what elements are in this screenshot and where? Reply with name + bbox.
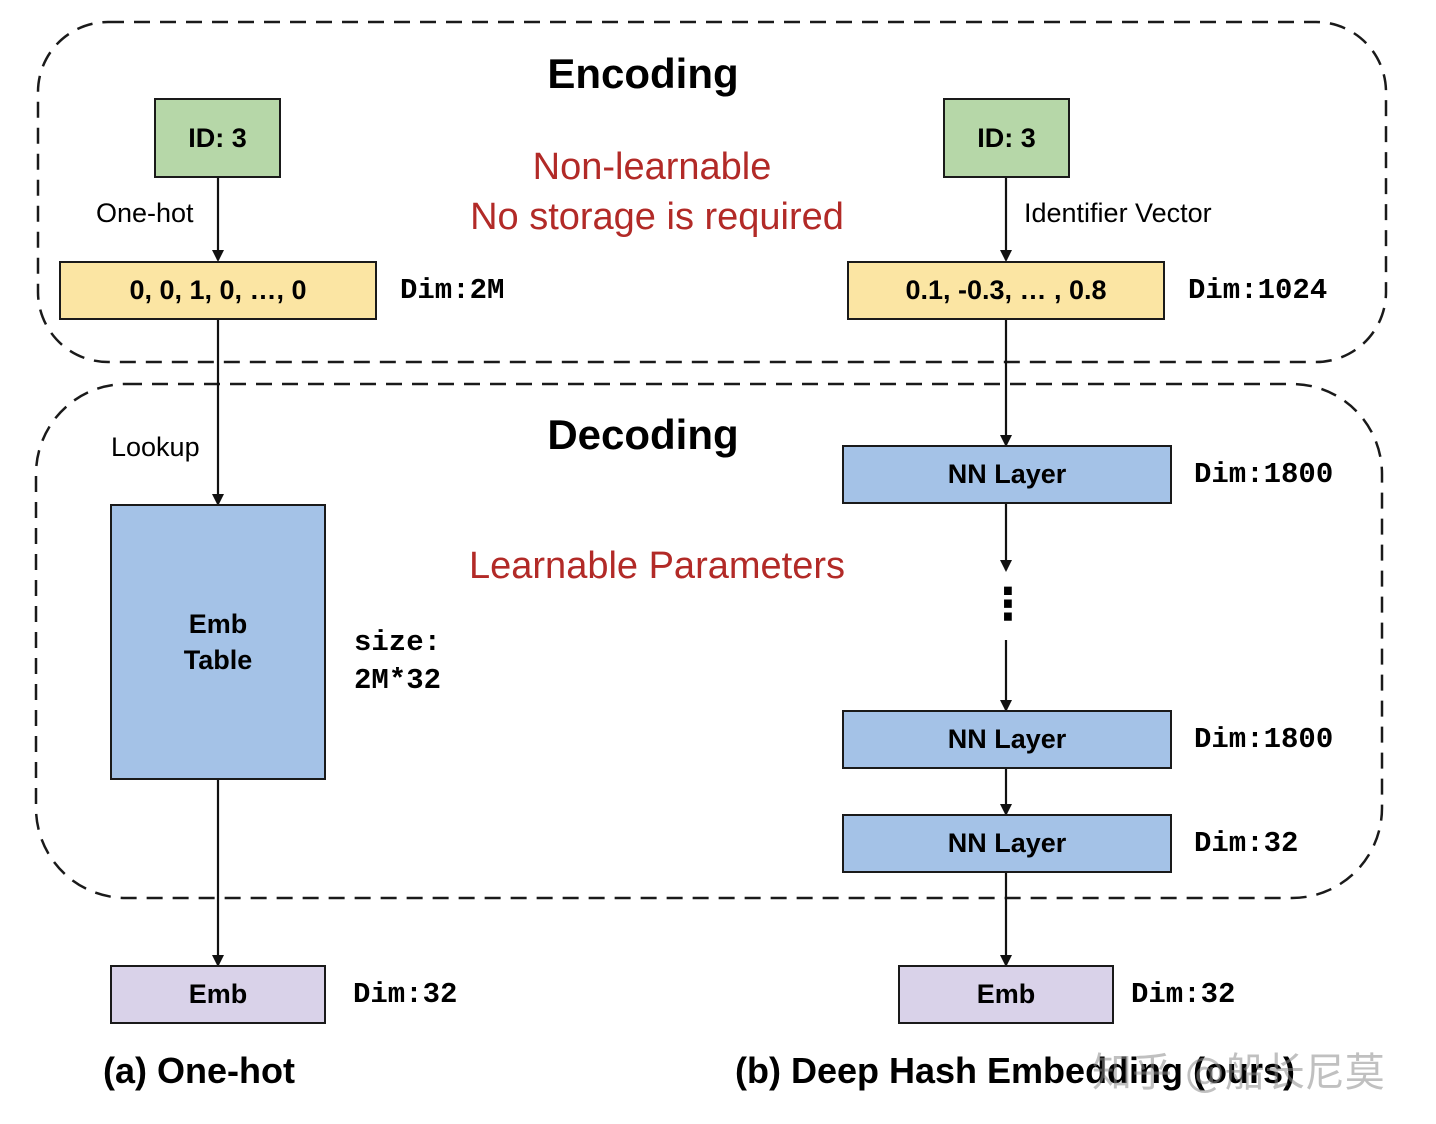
nn-layer-1-label: NN Layer [947, 459, 1067, 490]
caption-one-hot: (a) One-hot [103, 1050, 295, 1091]
watermark-text: 知乎 @船长尼莫 [1092, 1050, 1385, 1096]
emb-table-label-line2: Table [183, 645, 253, 675]
emb-table-size-value: 2M*32 [354, 664, 442, 697]
right-id-box: ID: 3 [943, 98, 1070, 178]
right-id-label: ID: 3 [977, 122, 1036, 153]
identifier-vector-edge-label: Identifier Vector [1024, 198, 1212, 228]
identifier-vector-label: 0.1, -0.3, … , 0.8 [905, 275, 1107, 306]
left-id-label: ID: 3 [188, 122, 247, 153]
right-emb-box: Emb [898, 965, 1114, 1024]
one-hot-vector-label: 0, 0, 1, 0, …, 0 [129, 275, 307, 306]
emb-table-label-line1: Emb [188, 608, 248, 639]
one-hot-edge-label: One-hot [96, 198, 194, 228]
left-emb-box: Emb [110, 965, 326, 1024]
non-learnable-note: Non-learnable [532, 146, 772, 188]
identifier-vector-box: 0.1, -0.3, … , 0.8 [847, 261, 1165, 320]
no-storage-note: No storage is required [470, 196, 844, 238]
left-emb-dim-label: Dim:32 [353, 978, 458, 1011]
nn-layer-2-dim-label: Dim:1800 [1194, 723, 1334, 756]
nn-layer-3-dim-label: Dim:32 [1194, 827, 1299, 860]
identifier-dim-label: Dim:1024 [1188, 274, 1328, 307]
nn-layer-1-dim-label: Dim:1800 [1194, 458, 1334, 491]
encoding-region [36, 20, 1388, 364]
decoding-title: Decoding [547, 411, 739, 458]
one-hot-dim-label: Dim:2M [400, 274, 505, 307]
nn-layer-2-label: NN Layer [947, 724, 1067, 755]
caption-deep-hash-embedding: (b) Deep Hash Embedding (ours) [735, 1050, 1296, 1091]
emb-table-size-label: size: [354, 626, 442, 659]
left-emb-label: Emb [188, 979, 248, 1010]
encoding-title: Encoding [547, 50, 739, 97]
right-emb-label: Emb [976, 979, 1036, 1010]
nn-layer-1-box: NN Layer [842, 445, 1172, 504]
lookup-edge-label: Lookup [111, 432, 200, 462]
nn-layer-2-box: NN Layer [842, 710, 1172, 769]
left-id-box: ID: 3 [154, 98, 281, 178]
emb-table-box: Emb Table [110, 504, 326, 780]
right-emb-dim-label: Dim:32 [1131, 978, 1236, 1011]
learnable-parameters-note: Learnable Parameters [469, 545, 845, 587]
nn-layer-3-label: NN Layer [947, 828, 1067, 859]
one-hot-vector-box: 0, 0, 1, 0, …, 0 [59, 261, 377, 320]
ellipsis-layers: ⋮ [986, 579, 1030, 630]
nn-layer-3-box: NN Layer [842, 814, 1172, 873]
decoding-region [34, 382, 1384, 900]
